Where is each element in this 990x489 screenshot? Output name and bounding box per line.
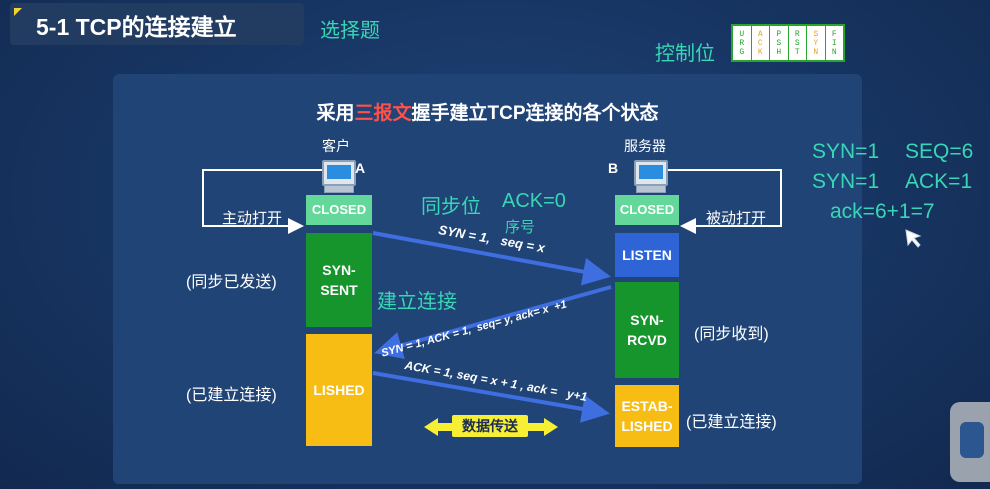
control-bit-char: H xyxy=(776,47,782,57)
client-state-closed: CLOSED xyxy=(306,195,372,225)
client-state-established: LISHED xyxy=(306,334,372,446)
client-state-syn-sent: SYN- SENT xyxy=(306,233,372,327)
syn-ack-arrow xyxy=(374,285,612,360)
syn-rcvd-label: (同步收到) xyxy=(694,326,769,343)
control-bit-char: I xyxy=(831,38,837,48)
calc-syn-1: SYN=1 xyxy=(812,140,880,163)
client-computer-base xyxy=(324,185,354,193)
ack0-annotation: ACK=0 xyxy=(502,190,566,212)
syn-arrow xyxy=(372,231,611,286)
control-bit-char: C xyxy=(757,38,763,48)
calc-ack-value: ack=6+1=7 xyxy=(830,200,935,223)
client-label: 客户 xyxy=(322,138,350,154)
control-bit-char: S xyxy=(794,38,800,48)
diagram-title: 采用三报文握手建立TCP连接的各个状态 xyxy=(316,103,659,124)
active-open-label: 主动打开 xyxy=(222,210,283,227)
client-letter: A xyxy=(355,160,366,176)
seq-annotation: 序号 xyxy=(505,219,536,236)
sync-bit-annotation: 同步位 xyxy=(421,196,481,218)
page-subtitle: 选择题 xyxy=(320,20,380,42)
passive-open-label: 被动打开 xyxy=(706,210,767,227)
server-letter: B xyxy=(608,160,619,176)
control-bit-char: T xyxy=(794,47,800,57)
control-bit-char: F xyxy=(831,29,837,39)
control-bit-char: S xyxy=(813,29,819,39)
server-state-syn-rcvd: SYN- RCVD xyxy=(615,282,679,378)
control-bit-char: A xyxy=(757,29,763,39)
page-title: 5-1 TCP的连接建立 xyxy=(36,14,237,40)
control-bit-char: K xyxy=(757,47,763,57)
calc-syn-2: SYN=1 xyxy=(812,170,880,193)
corner-logo-icon xyxy=(950,402,990,482)
server-state-listen: LISTEN xyxy=(615,233,679,277)
data-transfer-label: 数据传送 xyxy=(452,415,528,437)
passive-open-arrow xyxy=(663,169,782,234)
control-bit-char: R xyxy=(794,29,800,39)
establish-annotation: 建立连接 xyxy=(377,291,457,313)
control-bit-char: R xyxy=(739,38,745,48)
control-bit-char: S xyxy=(776,38,782,48)
calc-ack: ACK=1 xyxy=(905,170,973,193)
server-computer-icon xyxy=(634,160,668,186)
active-open-arrow xyxy=(202,169,323,234)
ack-arrow xyxy=(372,371,610,423)
cursor-icon xyxy=(905,229,922,248)
control-bit-char: P xyxy=(776,29,782,39)
control-bits-label: 控制位 xyxy=(655,43,715,65)
server-state-closed: CLOSED xyxy=(615,195,679,225)
control-bit-char: U xyxy=(739,29,745,39)
client-computer-icon xyxy=(322,160,356,186)
control-bit-char: G xyxy=(739,47,745,57)
title-marker-icon xyxy=(14,8,22,16)
control-bit-char: Y xyxy=(813,38,819,48)
title-box xyxy=(10,3,304,45)
calc-seq: SEQ=6 xyxy=(905,140,974,163)
control-bit-char: N xyxy=(831,47,837,57)
server-label: 服务器 xyxy=(624,138,666,154)
server-established-label: (已建立连接) xyxy=(686,414,777,431)
server-state-established: ESTAB- LISHED xyxy=(615,385,679,447)
syn-sent-label: (同步已发送) xyxy=(186,274,277,291)
server-computer-base xyxy=(636,185,666,193)
client-established-label: (已建立连接) xyxy=(186,387,277,404)
control-bit-char: N xyxy=(813,47,819,57)
